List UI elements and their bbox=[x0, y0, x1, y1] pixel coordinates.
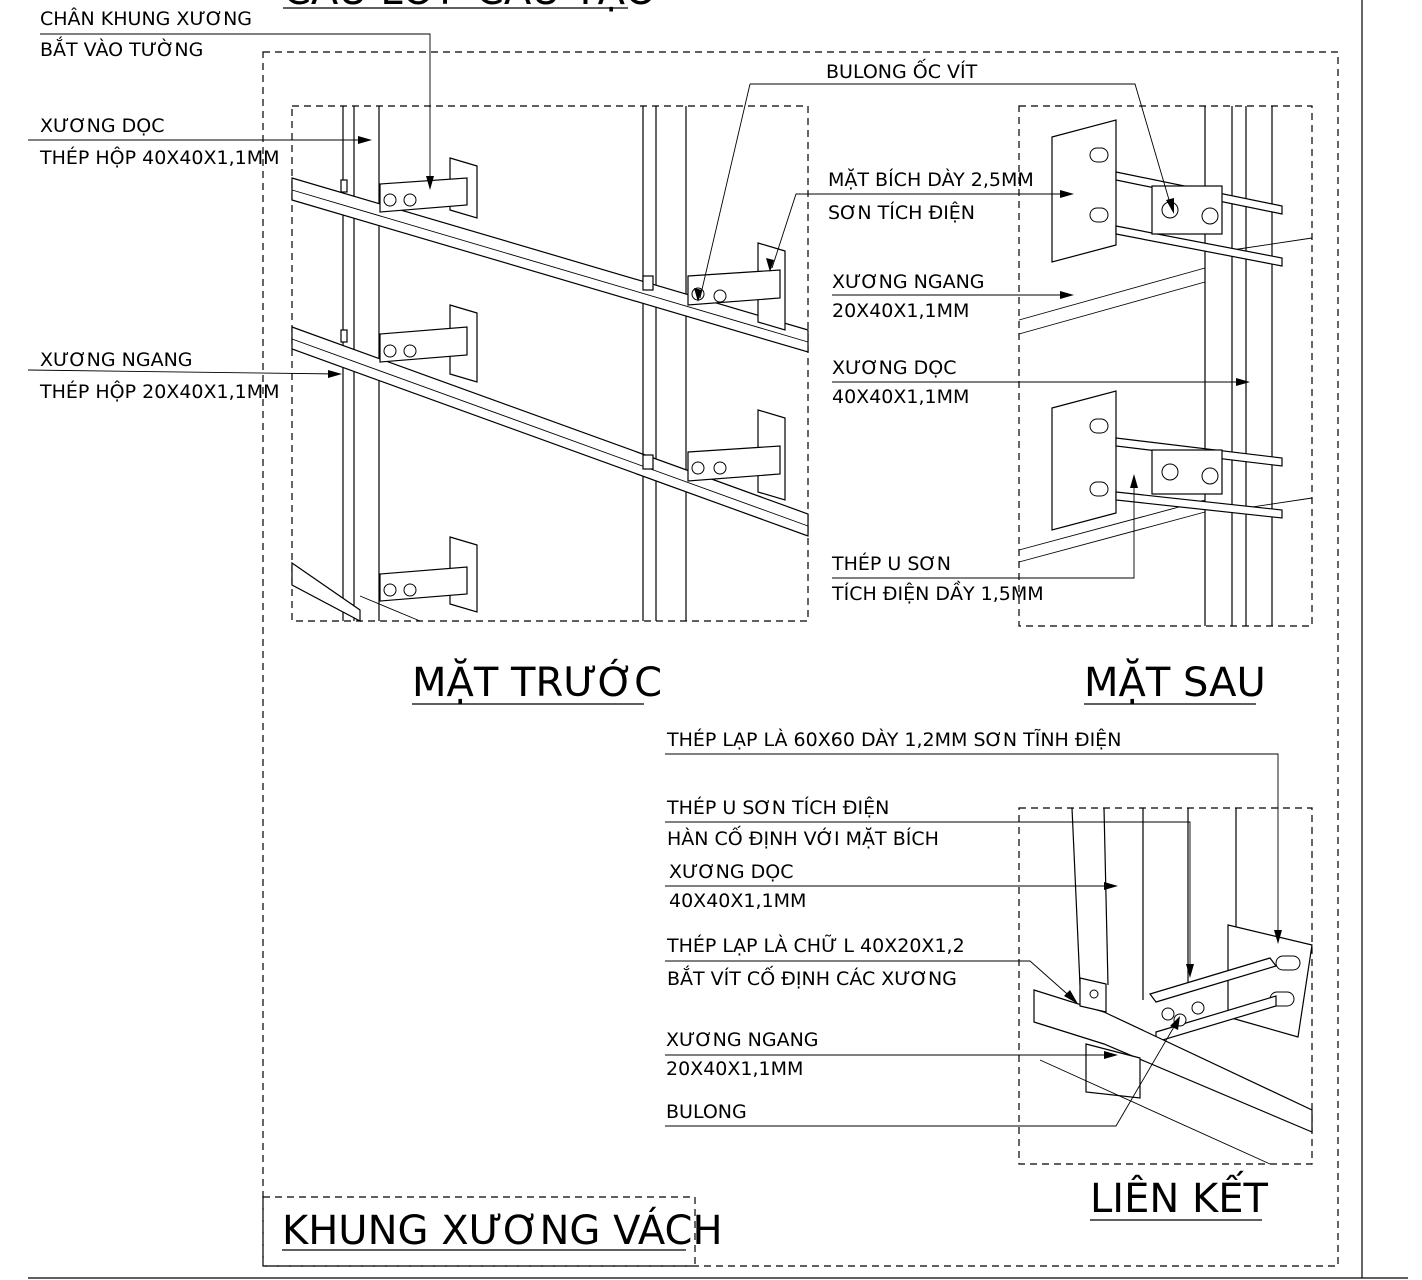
label-front-horizontal-1: XƯƠNG NGANG bbox=[40, 349, 193, 371]
front-horizontal-rails bbox=[291, 177, 809, 622]
label-front-horizontal-2: THÉP HỘP 20X40X1,1MM bbox=[39, 379, 280, 403]
title-joint-view: LIÊN KẾT bbox=[1090, 1170, 1268, 1222]
wall-bracket bbox=[687, 242, 786, 331]
label-back-u-channel-2: TÍCH ĐIỆN DẦY 1,5MM bbox=[831, 580, 1044, 605]
label-back-flange-2: SƠN TÍCH ĐIỆN bbox=[828, 201, 975, 224]
back-leaders bbox=[694, 83, 1250, 579]
label-back-vertical-2: 40X40X1,1MM bbox=[832, 386, 969, 408]
joint-vertical-studs bbox=[1071, 807, 1237, 1000]
back-view: BULONG ỐC VÍT MẶT BÍCH DÀY 2,5MM SƠN TÍC… bbox=[694, 57, 1313, 706]
label-back-horizontal-1: XƯƠNG NGANG bbox=[832, 271, 985, 293]
wall-bracket bbox=[379, 536, 478, 613]
label-back-vertical-1: XƯƠNG DỌC bbox=[832, 357, 957, 379]
joint-view: THÉP LẠP LÀ 60X60 DÀY 1,2MM SƠN TĨNH ĐIỆ… bbox=[665, 728, 1313, 1222]
back-u-channels bbox=[1115, 171, 1283, 519]
joint-horizontal-rail bbox=[1033, 977, 1313, 1133]
back-horizontal-rails bbox=[1018, 237, 1313, 563]
joint-plate bbox=[1227, 924, 1313, 1038]
label-joint-horizontal-2: 20X40X1,1MM bbox=[666, 1058, 803, 1080]
front-leaders bbox=[27, 33, 434, 378]
label-front-vertical-2: THÉP HỘP 40X40X1,1MM bbox=[39, 145, 280, 169]
label-back-flange-1: MẶT BÍCH DÀY 2,5MM bbox=[828, 167, 1034, 191]
label-joint-vertical-2: 40X40X1,1MM bbox=[669, 890, 806, 912]
back-flanges bbox=[1051, 119, 1117, 531]
title-back-view: MẶT SAU bbox=[1084, 657, 1266, 706]
wall-bracket bbox=[379, 157, 478, 219]
front-wall-brackets bbox=[379, 157, 786, 613]
label-back-bolt: BULONG ỐC VÍT bbox=[826, 57, 978, 83]
label-joint-u-channel-1: THÉP U SƠN TÍCH ĐIỆN bbox=[666, 796, 889, 819]
label-joint-l-plate-1: THÉP LẠP LÀ CHỮ L 40X20X1,2 bbox=[666, 934, 965, 957]
sheet-title: KHUNG XƯƠNG VÁCH bbox=[282, 1206, 723, 1254]
label-front-vertical-1: XƯƠNG DỌC bbox=[40, 115, 165, 137]
label-joint-plate: THÉP LẠP LÀ 60X60 DÀY 1,2MM SƠN TĨNH ĐIỆ… bbox=[666, 728, 1121, 751]
rail-screws bbox=[340, 179, 654, 470]
title-front-view: MẶT TRƯỚC bbox=[412, 657, 662, 706]
label-joint-l-plate-2: BẮT VÍT CỐ ĐỊNH CÁC XƯƠNG bbox=[667, 964, 957, 990]
front-view: CHÂN KHUNG XƯƠNG BẮT VÀO TƯỜNG XƯƠNG DỌC… bbox=[27, 7, 809, 706]
wall-bracket bbox=[687, 409, 786, 501]
label-wall-bracket-1: CHÂN KHUNG XƯƠNG bbox=[40, 7, 252, 30]
clipped-title: CẤU LỚP CẤU TẠO bbox=[283, 0, 657, 14]
label-joint-horizontal-1: XƯƠNG NGANG bbox=[666, 1029, 819, 1051]
sheet-frame: CẤU LỚP CẤU TẠO bbox=[28, 0, 1408, 1279]
label-back-horizontal-2: 20X40X1,1MM bbox=[832, 300, 969, 322]
label-wall-bracket-2: BẮT VÀO TƯỜNG bbox=[40, 35, 203, 61]
back-vertical-studs bbox=[1204, 106, 1273, 626]
label-joint-u-channel-2: HÀN CỐ ĐỊNH VỚI MẶT BÍCH bbox=[667, 824, 939, 850]
label-joint-vertical-1: XƯƠNG DỌC bbox=[669, 861, 794, 883]
wall-bracket bbox=[379, 304, 478, 383]
joint-leaders bbox=[665, 753, 1282, 1165]
label-back-u-channel-1: THÉP U SƠN bbox=[831, 552, 951, 575]
label-joint-bolt: BULONG bbox=[666, 1101, 747, 1123]
